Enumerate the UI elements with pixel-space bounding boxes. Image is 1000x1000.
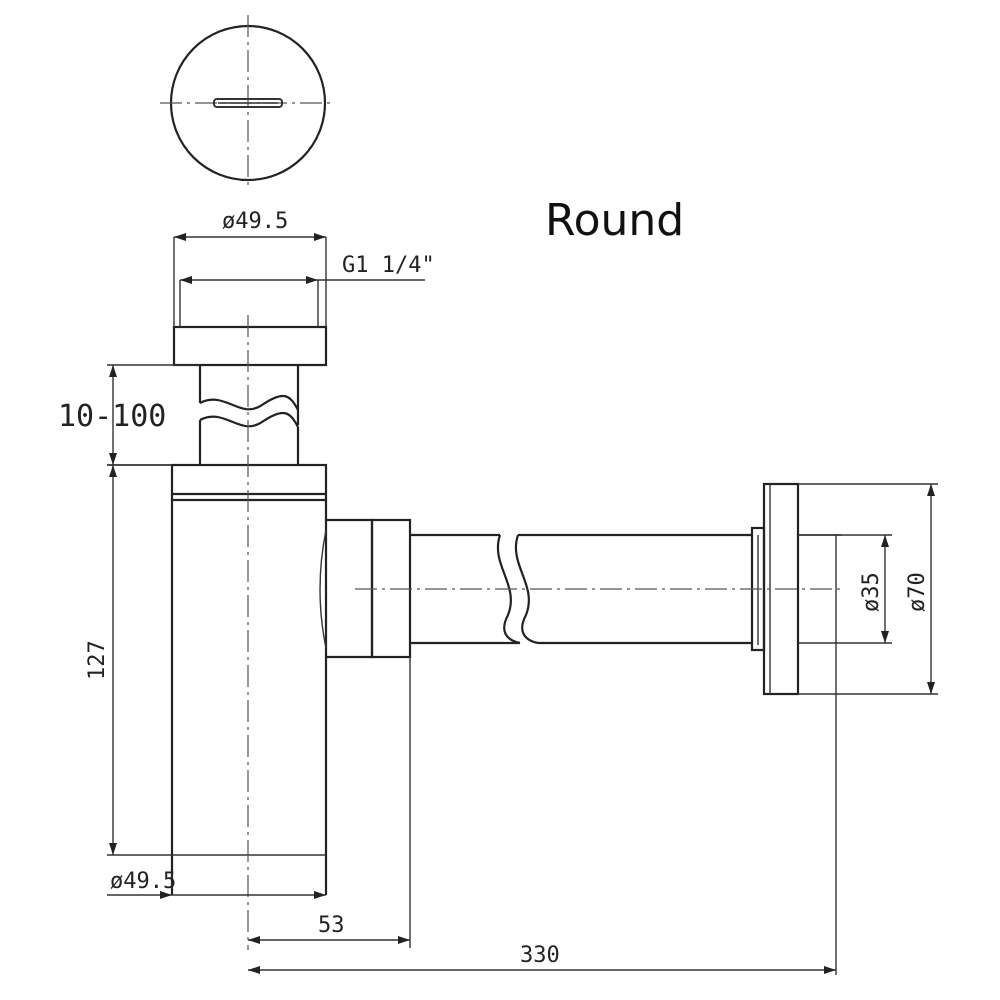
dim-body-diameter bbox=[107, 891, 326, 899]
dim-thread-label: G1 1/4" bbox=[342, 253, 435, 278]
dim-body-to-outlet-label: 53 bbox=[318, 913, 345, 938]
dim-pipe-diameter-label: ø35 bbox=[859, 572, 884, 612]
dim-total-length-label: 330 bbox=[520, 943, 560, 968]
extension-tube bbox=[198, 365, 300, 465]
dim-flange-diameter bbox=[798, 483, 938, 695]
center-lines bbox=[247, 315, 842, 950]
dim-height-range-label: 10-100 bbox=[58, 399, 166, 434]
dim-pipe-diameter bbox=[798, 534, 892, 644]
dim-top-diameter-label: ø49.5 bbox=[222, 209, 288, 234]
drain-head bbox=[172, 237, 328, 367]
top-view-cap bbox=[160, 15, 335, 190]
dim-body-height-label: 127 bbox=[85, 640, 110, 680]
dim-body-diameter-label: ø49.5 bbox=[110, 869, 176, 894]
outlet-pipe bbox=[410, 533, 752, 645]
dim-flange-diameter-label: ø70 bbox=[905, 572, 930, 612]
dim-body-height bbox=[107, 464, 172, 856]
dim-top-diameter bbox=[174, 233, 326, 241]
trap-body bbox=[170, 463, 328, 895]
dim-thread bbox=[180, 276, 425, 284]
dim-body-to-outlet bbox=[248, 657, 411, 948]
drawing-title: Round bbox=[545, 195, 684, 246]
